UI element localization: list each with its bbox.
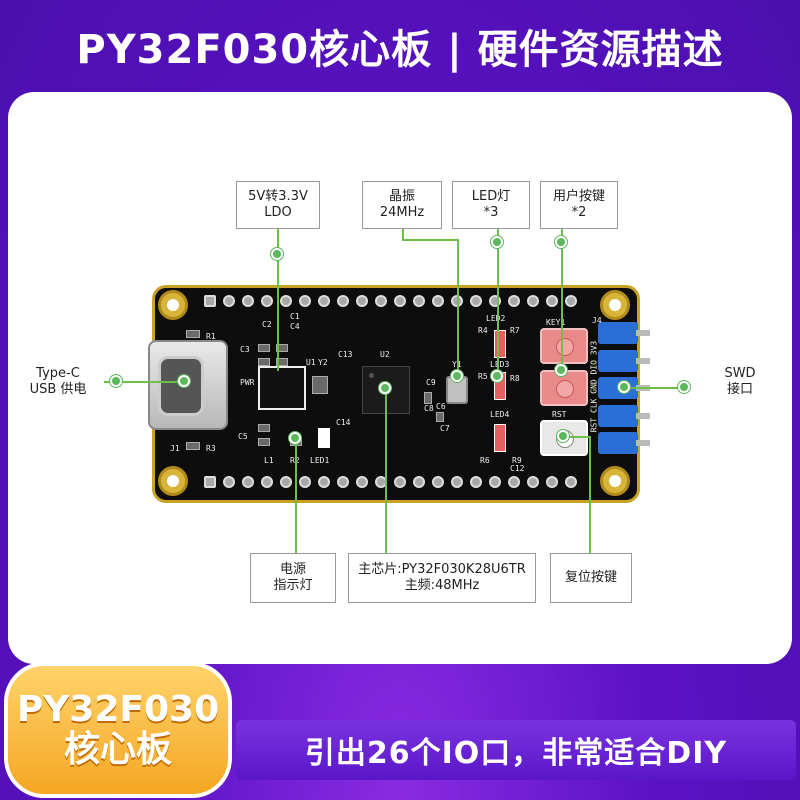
silk-c5: C5 — [238, 432, 248, 441]
leader-dot — [555, 236, 567, 248]
user-key-2 — [540, 370, 588, 406]
leader-dot — [491, 370, 503, 382]
power-led — [318, 428, 330, 448]
leader-line — [295, 438, 297, 553]
silk-r6: R6 — [480, 456, 490, 465]
leader-dot — [110, 375, 122, 387]
leader-line — [624, 387, 684, 389]
slogan-banner: 引出26个IO口，非常适合DIY — [236, 720, 796, 780]
leader-dot — [618, 381, 630, 393]
led-4 — [494, 424, 506, 452]
silk-rst: RST — [552, 410, 567, 419]
leader-dot — [557, 430, 569, 442]
silk-u1: U1 — [306, 358, 316, 367]
user-key-1 — [540, 328, 588, 364]
silk-c2: C2 — [262, 320, 272, 329]
mounting-hole — [158, 466, 188, 496]
label-power-led: 电源指示灯 — [250, 553, 336, 603]
leader-dot — [289, 432, 301, 444]
leader-line — [589, 437, 591, 553]
mounting-hole — [600, 466, 630, 496]
label-reset: 复位按键 — [550, 553, 632, 603]
silk-r1: R1 — [206, 332, 216, 341]
silk-pwr: PWR — [240, 378, 255, 387]
leader-line — [385, 388, 387, 553]
silk-key1: KEY1 — [546, 318, 566, 327]
silk-led2: LED2 — [486, 314, 506, 323]
silk-c3: C3 — [240, 345, 250, 354]
silk-c8: C8 — [424, 404, 434, 413]
silk-j1: J1 — [170, 444, 180, 453]
silk-led4: LED4 — [490, 410, 510, 419]
silk-j4: J4 — [592, 316, 602, 325]
leader-dot — [451, 370, 463, 382]
silk-r9: R9 — [512, 456, 522, 465]
silk-c4: C4 — [290, 322, 300, 331]
silk-y2: Y2 — [318, 358, 328, 367]
silk-r5: R5 — [478, 372, 488, 381]
silk-r4: R4 — [478, 326, 488, 335]
mounting-hole — [600, 290, 630, 320]
silk-c6: C6 — [436, 402, 446, 411]
leader-line — [402, 229, 404, 241]
leader-dot — [178, 375, 190, 387]
silk-c7: C7 — [440, 424, 450, 433]
silk-swd-pins: RST CLK GND DIO 3V3 — [589, 340, 599, 433]
silk-l1: L1 — [264, 456, 274, 465]
leader-line — [402, 239, 459, 241]
header-bottom — [204, 476, 577, 488]
leader-line — [104, 381, 184, 383]
silk-r8: R8 — [510, 374, 520, 383]
label-user-key: 用户按键*2 — [540, 181, 618, 229]
leader-line — [457, 240, 459, 377]
silk-led1: LED1 — [310, 456, 330, 465]
leader-dot — [555, 364, 567, 376]
leader-line — [563, 436, 591, 438]
product-badge: PY32F030 核心板 — [4, 662, 232, 798]
silk-c14: C14 — [336, 418, 351, 427]
ldo-regulator — [258, 366, 306, 410]
silk-r3: R3 — [206, 444, 216, 453]
silk-r7: R7 — [510, 326, 520, 335]
silk-c12: C12 — [510, 464, 525, 473]
leader-dot — [271, 248, 283, 260]
silk-c1: C1 — [290, 312, 300, 321]
leader-dot — [678, 381, 690, 393]
silk-led3: LED3 — [490, 360, 510, 369]
label-led: LED灯*3 — [452, 181, 530, 229]
leader-line — [497, 229, 499, 377]
leader-line — [277, 229, 279, 371]
leader-dot — [379, 382, 391, 394]
silk-c13: C13 — [338, 350, 353, 359]
mounting-hole — [158, 290, 188, 320]
silk-r2: R2 — [290, 456, 300, 465]
leader-dot — [491, 236, 503, 248]
header-top — [204, 295, 577, 307]
leader-line — [561, 229, 563, 369]
silk-y1: Y1 — [452, 360, 462, 369]
silk-u2: U2 — [380, 350, 390, 359]
silk-c9: C9 — [426, 378, 436, 387]
led-2 — [494, 330, 506, 358]
page-title: PY32F030核心板 | 硬件资源描述 — [76, 27, 724, 73]
